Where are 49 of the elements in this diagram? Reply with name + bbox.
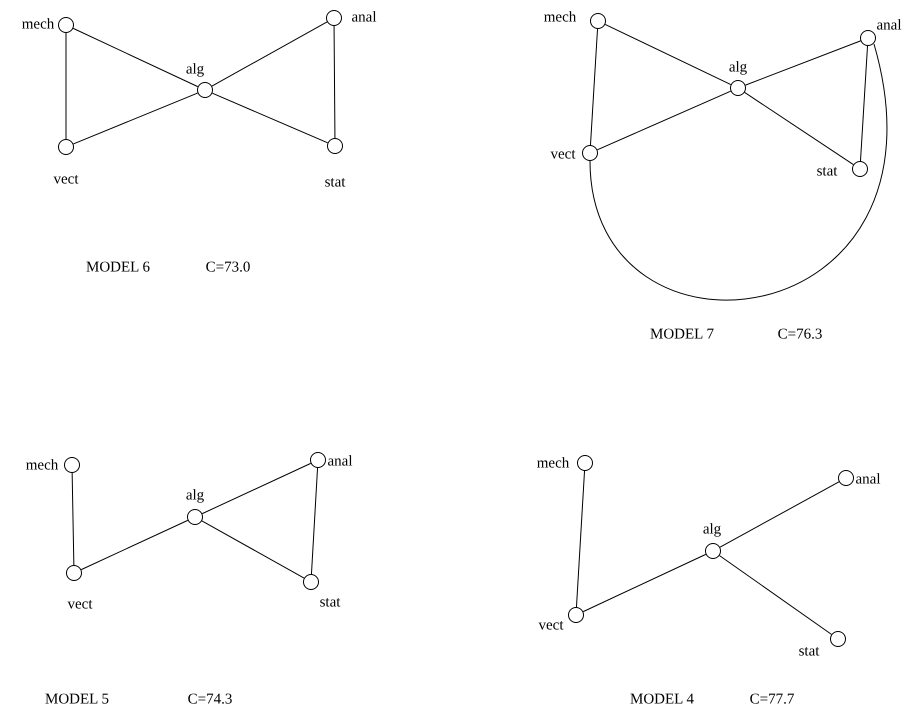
connector-line bbox=[201, 520, 305, 579]
node-label: stat bbox=[798, 644, 820, 660]
node-label: alg bbox=[702, 522, 722, 538]
connector-line bbox=[211, 21, 328, 87]
node-label: anal bbox=[856, 472, 880, 488]
connector-line bbox=[744, 40, 862, 86]
connector-line bbox=[72, 28, 198, 88]
model-caption: C=77.7 bbox=[750, 692, 794, 708]
connector-line bbox=[576, 470, 586, 608]
node-label: vect bbox=[538, 618, 564, 634]
node-label: stat bbox=[324, 176, 346, 190]
connector-line bbox=[719, 555, 832, 635]
node-label: vect bbox=[54, 172, 78, 188]
model-caption: C=74.3 bbox=[188, 692, 232, 708]
node-label: anal bbox=[328, 454, 352, 470]
connector-line bbox=[860, 45, 868, 162]
connector-line bbox=[334, 26, 336, 138]
model-caption: MODEL 5 bbox=[44, 692, 110, 708]
model-caption: MODEL 6 bbox=[86, 260, 150, 276]
node-label: alg bbox=[728, 60, 748, 76]
connector-line bbox=[202, 462, 312, 514]
node-label: anal bbox=[876, 18, 902, 34]
node-label: mech bbox=[536, 456, 570, 472]
connector-line bbox=[212, 92, 328, 144]
node-label: vect bbox=[68, 598, 92, 612]
connector-line bbox=[80, 520, 188, 570]
model-caption: C=73.0 bbox=[206, 260, 250, 276]
model-caption: MODEL 7 bbox=[650, 328, 714, 342]
node-label: stat bbox=[816, 164, 838, 180]
connector-line bbox=[72, 92, 198, 144]
model-caption: MODEL 4 bbox=[630, 692, 694, 708]
connector-line bbox=[604, 24, 732, 86]
node-label: mech bbox=[26, 458, 58, 474]
node-label: stat bbox=[320, 596, 340, 610]
node-label: mech bbox=[22, 18, 54, 32]
connector-line bbox=[720, 481, 840, 548]
node-label: alg bbox=[186, 62, 204, 78]
connector-line bbox=[72, 472, 74, 566]
node-label: anal bbox=[352, 10, 376, 26]
connector-line bbox=[590, 28, 598, 146]
connector-line bbox=[590, 44, 887, 301]
model-caption: C=76.3 bbox=[778, 328, 822, 342]
connector-line bbox=[744, 92, 854, 166]
node-label: vect bbox=[550, 148, 576, 162]
connector-line bbox=[596, 90, 732, 150]
node-label: alg bbox=[186, 488, 204, 504]
connector-line bbox=[582, 554, 706, 612]
node-label: mech bbox=[544, 10, 576, 26]
connector-line bbox=[310, 467, 318, 575]
